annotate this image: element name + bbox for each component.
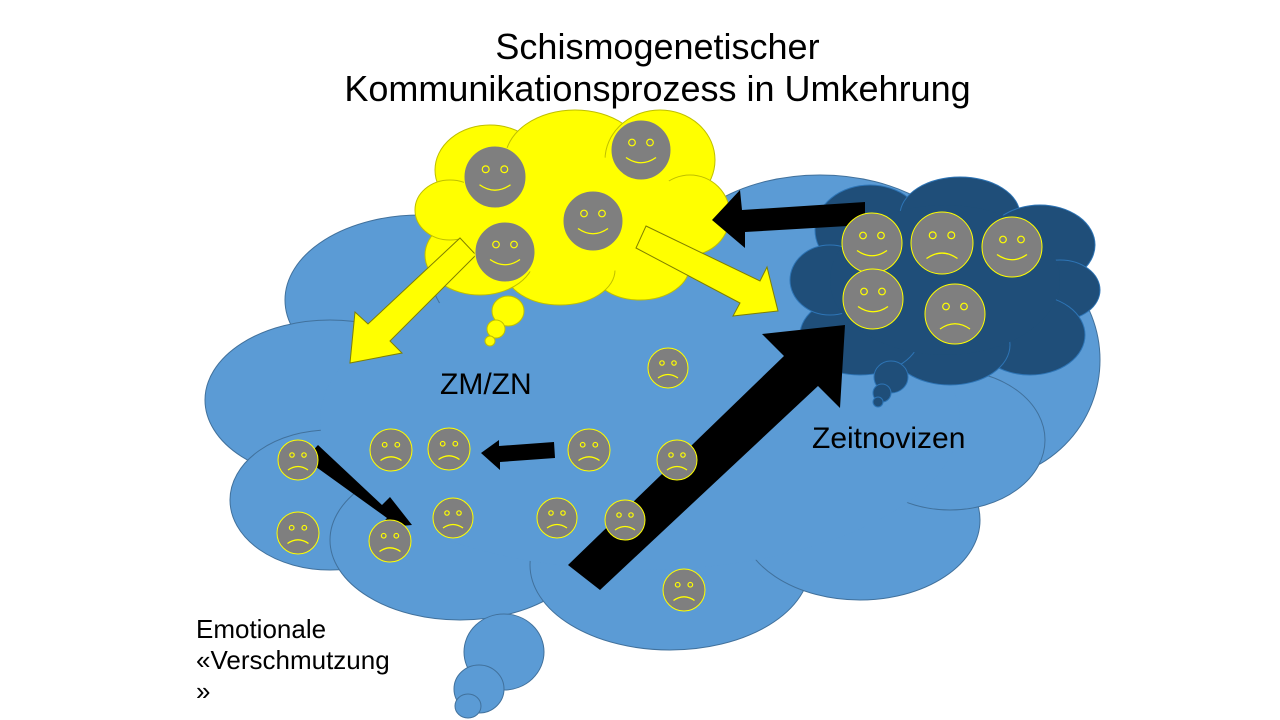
smiley-sad-icon <box>656 439 698 481</box>
smiley-sad-icon <box>567 428 611 472</box>
label-emotional-pollution: Emotionale «Verschmutzung » <box>196 614 446 707</box>
smiley-sad-icon <box>662 568 706 612</box>
smiley-happy-icon <box>474 221 536 283</box>
black-arrow-down-right-small <box>305 445 412 528</box>
yellow-arrow-down-left <box>349 237 477 364</box>
smiley-sad-icon <box>277 439 319 481</box>
smiley-sad-icon <box>604 499 646 541</box>
page-title: Schismogenetischer Kommunikationsprozess… <box>0 26 1280 110</box>
smiley-happy-icon <box>562 190 624 252</box>
emotional-line-1: Emotionale <box>196 614 327 644</box>
smiley-sad-icon <box>647 347 689 389</box>
smiley-happy-icon <box>841 212 903 274</box>
smiley-sad-icon <box>536 497 578 539</box>
dark-cloud-trail <box>872 360 909 408</box>
smiley-sad-icon <box>276 511 320 555</box>
faces-layer <box>276 119 1043 612</box>
yellow-arrow-down-right <box>635 225 779 317</box>
emotional-line-2: «Verschmutzung <box>196 645 390 675</box>
smiley-happy-icon <box>463 145 527 209</box>
label-zm-zn: ZM/ZN <box>440 368 532 401</box>
smiley-sad-icon <box>432 497 474 539</box>
label-zeitnovizen: Zeitnovizen <box>812 422 966 455</box>
smiley-sad-icon <box>427 427 471 471</box>
smiley-sad-icon <box>910 211 974 275</box>
title-line-1: Schismogenetischer <box>495 26 820 67</box>
yellow-cloud-trail <box>484 295 525 347</box>
title-line-2: Kommunikationsprozess in Umkehrung <box>344 68 971 109</box>
smiley-happy-icon <box>610 119 672 181</box>
black-arrow-left-small <box>481 440 555 470</box>
smiley-happy-icon <box>981 216 1043 278</box>
smiley-sad-icon <box>369 428 413 472</box>
black-arrow-to-yellow <box>712 190 865 248</box>
smiley-sad-icon <box>368 519 412 563</box>
smiley-sad-icon <box>924 283 986 345</box>
emotional-line-3: » <box>196 676 211 706</box>
blue-cloud-trail <box>453 613 545 719</box>
smiley-happy-icon <box>842 268 904 330</box>
